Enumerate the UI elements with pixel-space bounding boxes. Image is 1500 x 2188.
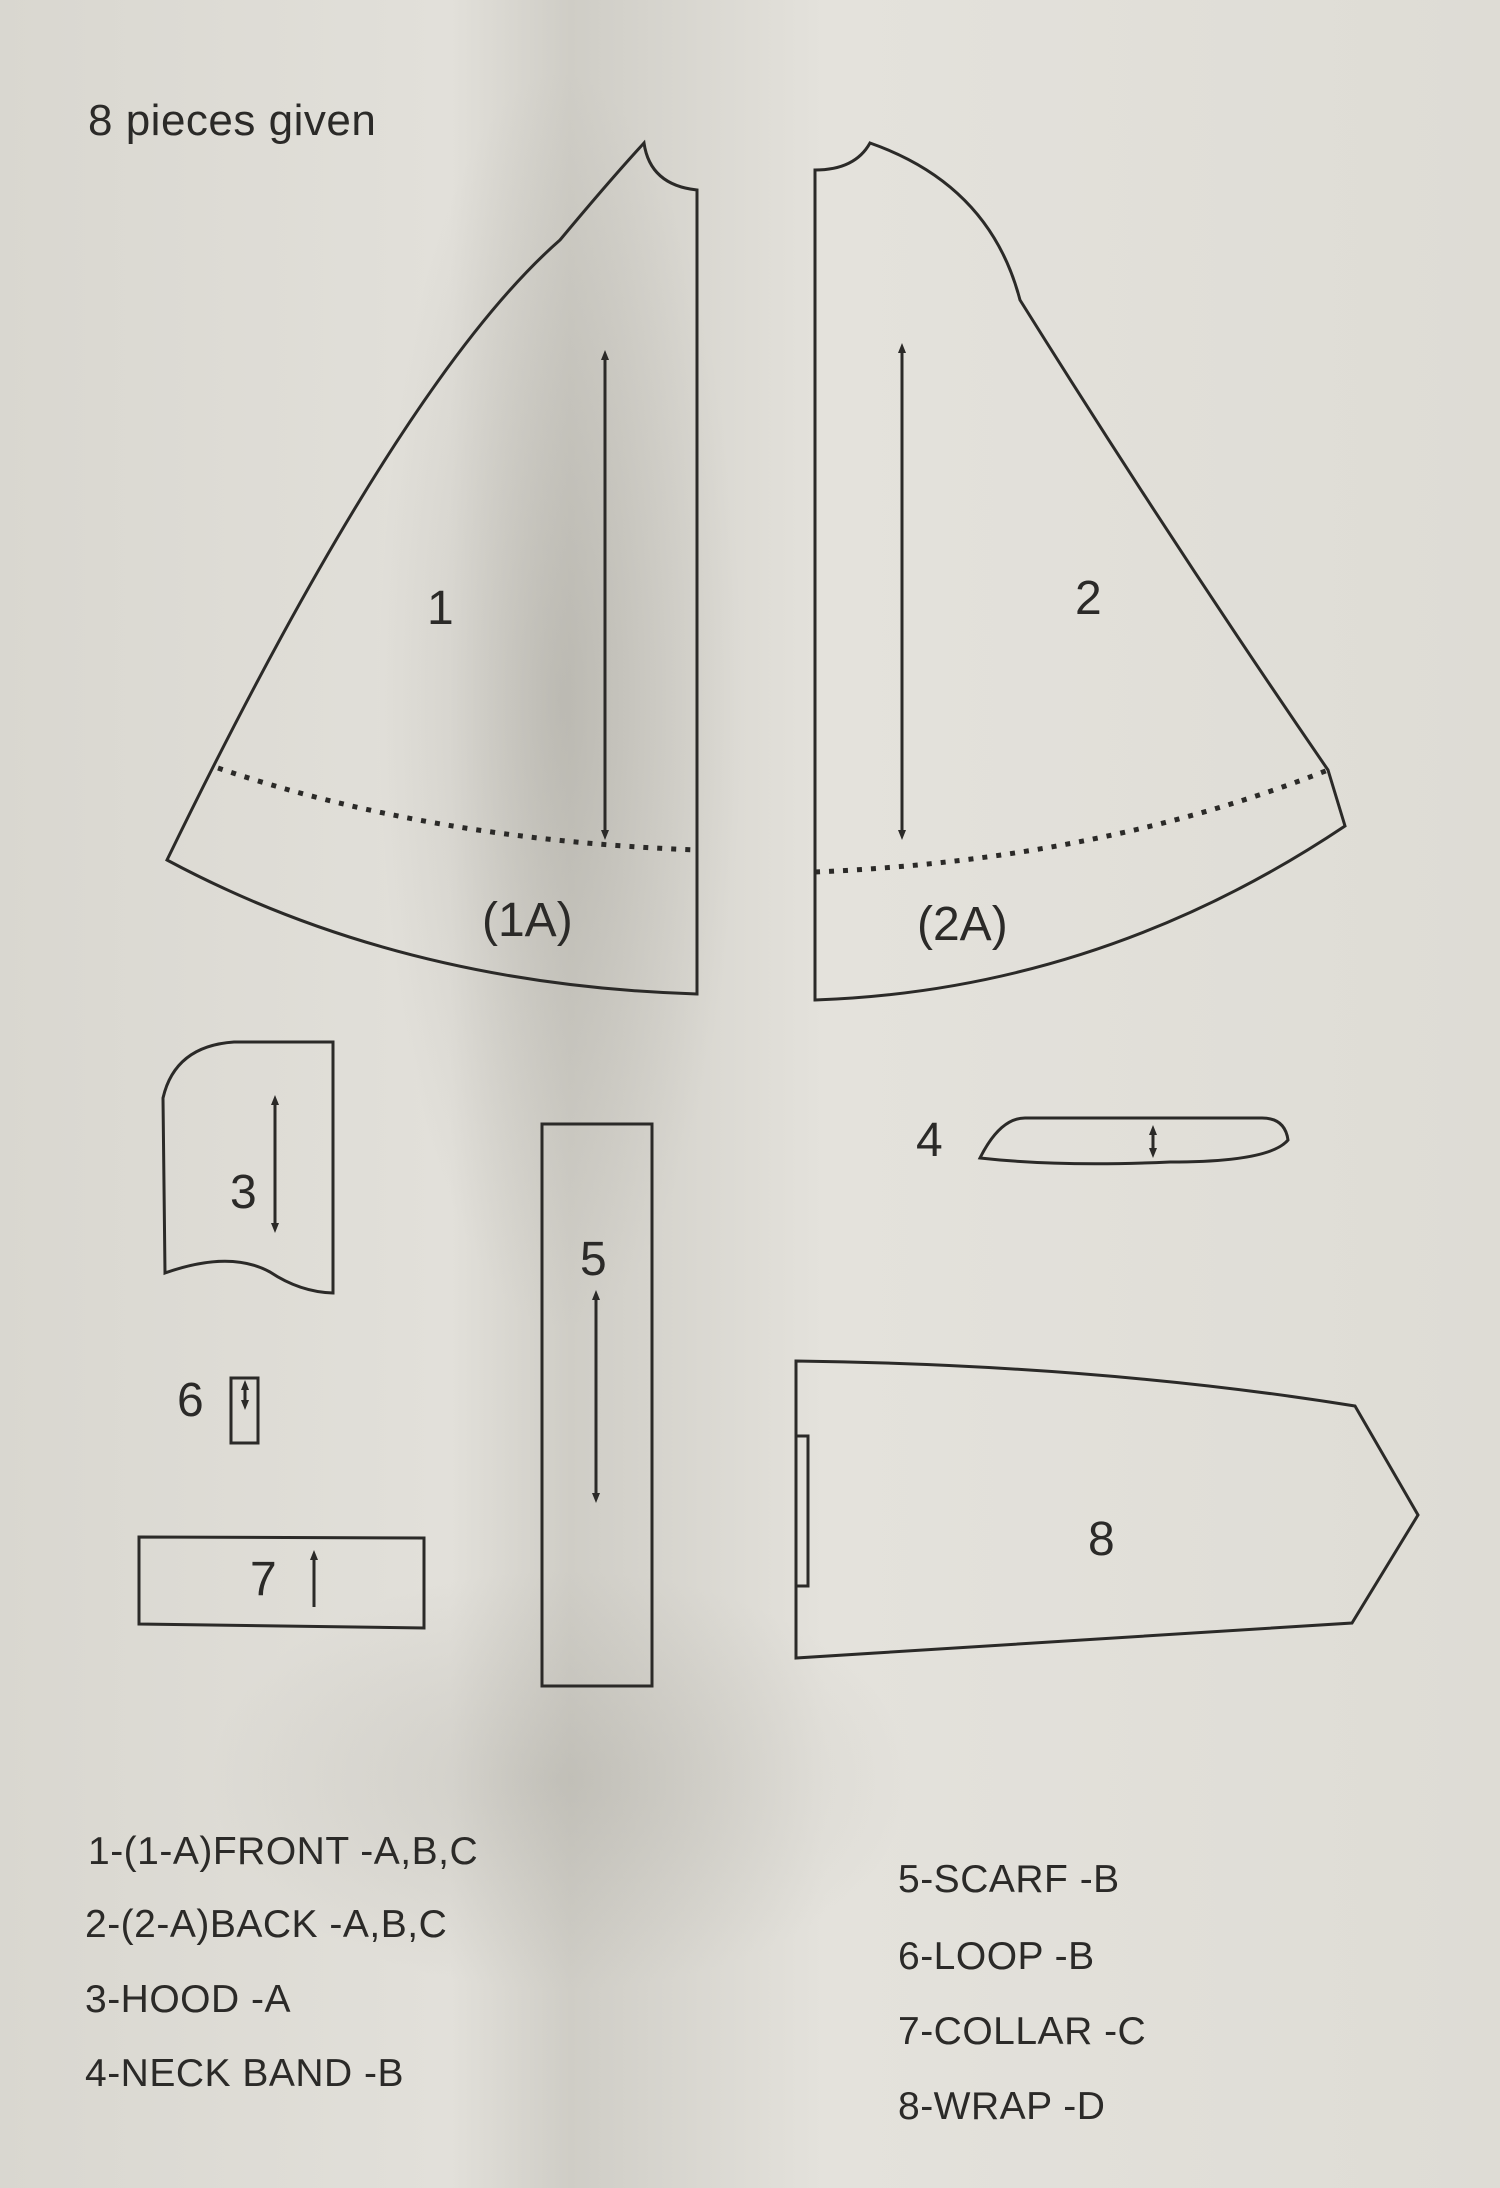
- legend-item-wrap: 8-WRAP -D: [898, 2085, 1106, 2128]
- piece-1-number: 1: [427, 582, 454, 635]
- piece-1-front: 1 (1A): [165, 139, 699, 996]
- hem-line-1a: [217, 765, 698, 853]
- legend-item-scarf: 5-SCARF -B: [898, 1858, 1120, 1901]
- piece-5-number: 5: [580, 1233, 607, 1286]
- legend-item-collar: 7-COLLAR -C: [898, 2010, 1147, 2053]
- piece-2a-label: (2A): [917, 898, 1008, 951]
- piece-3-hood: 3: [161, 1040, 335, 1295]
- legend-item-front: 1-(1-A)FRONT -A,B,C: [88, 1830, 479, 1873]
- hem-line-2a: [814, 767, 1329, 875]
- piece-5-scarf: 5: [540, 1122, 654, 1688]
- piece-2-back: 2 (2A): [813, 141, 1347, 1002]
- legend-item-hood: 3-HOOD -A: [85, 1978, 292, 2021]
- piece-7-number: 7: [250, 1553, 277, 1606]
- piece-6-number: 6: [177, 1374, 204, 1427]
- piece-4-neck-band: 4: [916, 1114, 1290, 1167]
- legend-item-neck-band: 4-NECK BAND -B: [85, 2052, 405, 2095]
- piece-3-number: 3: [230, 1166, 257, 1219]
- piece-8-wrap: 8: [794, 1359, 1420, 1660]
- piece-4-number: 4: [916, 1114, 943, 1167]
- piece-2-number: 2: [1075, 572, 1102, 625]
- legend-item-loop: 6-LOOP -B: [898, 1935, 1095, 1978]
- pieces-count-title: 8 pieces given: [88, 96, 377, 145]
- legend-item-back: 2-(2-A)BACK -A,B,C: [85, 1903, 448, 1946]
- piece-7-collar: 7: [137, 1535, 426, 1630]
- piece-8-number: 8: [1088, 1513, 1115, 1566]
- piece-6-loop: 6: [177, 1374, 260, 1445]
- wrap-opening-mark: [797, 1434, 810, 1588]
- piece-1a-label: (1A): [482, 894, 573, 947]
